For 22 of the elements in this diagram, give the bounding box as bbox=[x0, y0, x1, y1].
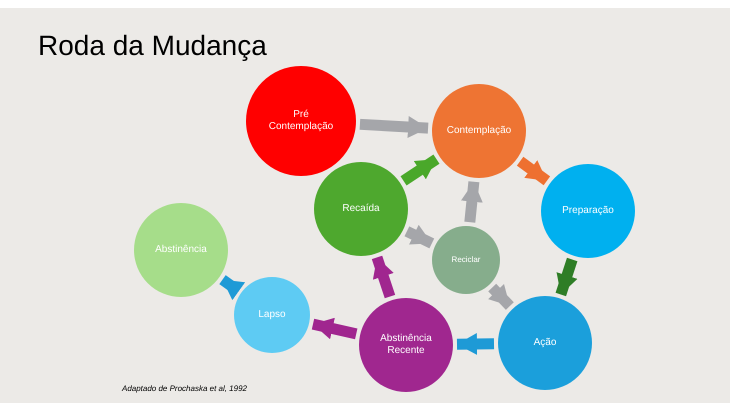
block-arrow bbox=[219, 275, 246, 300]
stage-label: Recaída bbox=[342, 202, 380, 216]
stage-label: Contemplação bbox=[446, 124, 512, 138]
block-arrow bbox=[460, 181, 483, 223]
block-arrow bbox=[312, 318, 358, 340]
stage-label: Pré Contemplação bbox=[268, 108, 334, 134]
stage-label: Lapso bbox=[258, 308, 286, 322]
source-note: Adaptado de Prochaska et al, 1992 bbox=[122, 383, 247, 395]
block-arrow bbox=[456, 332, 494, 355]
block-arrow bbox=[400, 154, 440, 186]
stage-label: Abstinência bbox=[155, 244, 207, 256]
block-arrow bbox=[404, 224, 434, 248]
stage-label: Ação bbox=[534, 336, 556, 350]
title: Roda da Mudança bbox=[38, 32, 267, 60]
block-arrow bbox=[372, 256, 396, 298]
block-arrow bbox=[556, 258, 578, 296]
block-arrow bbox=[360, 116, 428, 138]
block-arrow bbox=[488, 284, 514, 310]
stage-label: Abstinência Recente bbox=[379, 332, 433, 358]
stage-label: Reciclar bbox=[452, 255, 480, 265]
block-arrow bbox=[516, 156, 550, 186]
stage-label: Preparação bbox=[562, 204, 614, 218]
